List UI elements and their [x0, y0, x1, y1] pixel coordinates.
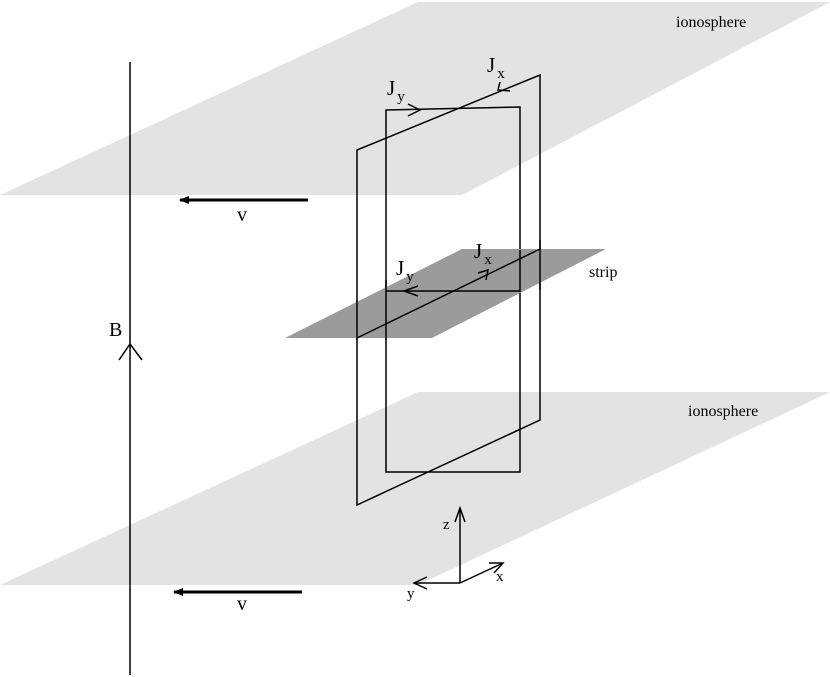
ionosphere-label-top: ionosphere [676, 14, 746, 31]
velocity-label-bottom: v [237, 593, 247, 615]
current-loop-y [385, 106, 521, 473]
jy-mid-arrowhead [401, 285, 419, 297]
field-label-B: B [109, 319, 122, 341]
velocity-label-top: v [237, 204, 247, 226]
axis-y-arrowhead [412, 576, 428, 590]
strip-plane [285, 249, 606, 338]
jy-top-arrowhead [407, 103, 422, 117]
axis-x-arrowhead [489, 562, 505, 574]
axis-x-line [459, 562, 504, 584]
field-arrowhead [118, 342, 143, 361]
jx-mid-arrowhead [477, 268, 489, 281]
axis-x-label: x [496, 569, 504, 585]
strip-label: strip [589, 264, 617, 281]
axis-z-label: z [443, 517, 450, 533]
ionosphere-plane-bottom [0, 392, 830, 585]
ionosphere-plane-top [0, 2, 830, 195]
axis-y-label: y [407, 586, 415, 602]
current-loop-x [356, 73, 541, 507]
jx-top-arrowhead [497, 81, 511, 92]
ionosphere-label-bottom: ionosphere [688, 403, 758, 420]
strip-line-x [356, 248, 541, 339]
axis-z-arrowhead [454, 505, 466, 523]
